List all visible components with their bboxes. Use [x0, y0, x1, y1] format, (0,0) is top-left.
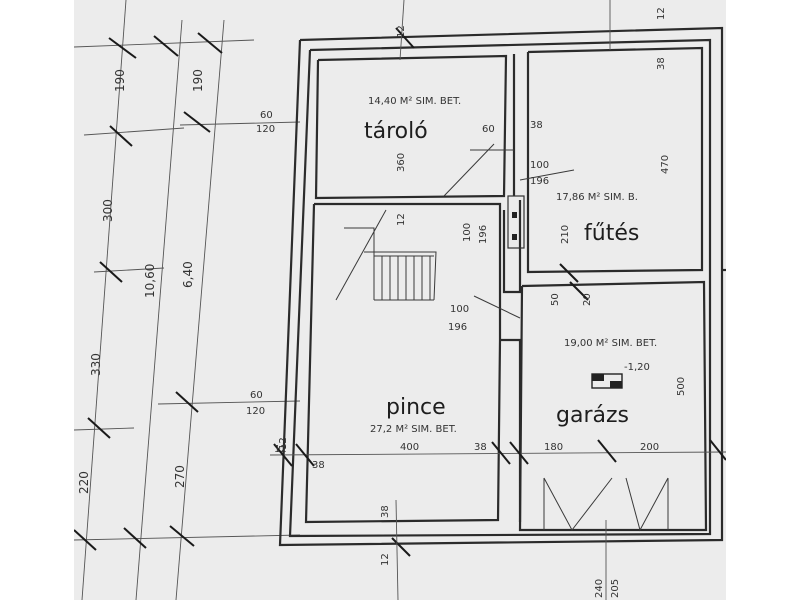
dim-bottom-200: 200 — [640, 442, 659, 453]
dim-left-a-4: 220 — [77, 471, 91, 494]
left-dimension-lines — [74, 0, 301, 600]
dim-bottom-38b: 38 — [474, 442, 487, 453]
dim-door-60: 60 — [482, 124, 495, 135]
dim-top-1: 12 — [396, 25, 407, 38]
dim-20: 20 — [582, 293, 593, 306]
wall-thickness-marks — [391, 0, 611, 600]
dim-bottom-180: 180 — [544, 442, 563, 453]
room-name-garazs: garázs — [556, 403, 629, 428]
dim-500: 500 — [676, 377, 687, 396]
floor-plan: 190 300 330 220 10,60 190 6,40 270 60 12… — [74, 0, 726, 600]
garage-door — [543, 477, 669, 532]
dim-base-205: 205 — [610, 579, 621, 598]
room-area-futes: 17,86 M² SIM. B. — [556, 192, 638, 203]
dim-bottom-38a: 38 — [312, 460, 325, 471]
interior-walls — [304, 46, 726, 532]
dim-left-b-1: 10,60 — [143, 264, 157, 298]
staircase — [335, 209, 437, 301]
dim-frac3-bottom: 196 — [448, 322, 467, 333]
dim-frac3-top: 100 — [450, 304, 469, 315]
dim-opening1-bottom: 120 — [256, 124, 275, 135]
dim-frac1-bottom: 196 — [530, 176, 549, 187]
dim-base-12: 12 — [380, 553, 391, 566]
dim-210: 210 — [560, 225, 571, 244]
dim-left-c-2: 6,40 — [181, 261, 195, 288]
dim-360: 360 — [396, 153, 407, 172]
room-name-pince: pince — [386, 395, 446, 420]
dim-opening2-bottom: 120 — [246, 406, 265, 417]
dim-12-left: 12 — [278, 437, 289, 450]
dim-frac2-top: 100 — [462, 223, 473, 242]
dim-left-c-1: 190 — [191, 69, 205, 92]
dim-opening2-top: 60 — [250, 390, 263, 401]
dim-470: 470 — [660, 155, 671, 174]
garage-level: -1,20 — [624, 362, 650, 373]
dim-bottom-400: 400 — [400, 442, 419, 453]
dim-frac1-top: 100 — [530, 160, 549, 171]
dim-left-a-1: 190 — [113, 69, 127, 92]
dim-left-a-3: 330 — [89, 353, 103, 376]
outer-walls — [278, 26, 724, 547]
dim-left-a-2: 300 — [101, 199, 115, 222]
dim-12-mid: 12 — [396, 213, 407, 226]
dim-base-38: 38 — [380, 505, 391, 518]
dim-50: 50 — [550, 293, 561, 306]
dim-frac2-bottom: 196 — [478, 225, 489, 244]
room-area-pince: 27,2 M² SIM. BET. — [370, 424, 457, 435]
dim-left-c-3: 270 — [173, 465, 187, 488]
dim-opening1-top: 60 — [260, 110, 273, 121]
room-area-garazs: 19,00 M² SIM. BET. — [564, 338, 657, 349]
blueprint-sheet: 190 300 330 220 10,60 190 6,40 270 60 12… — [74, 0, 726, 600]
dim-38-right: 38 — [656, 57, 667, 70]
door-hints — [443, 143, 575, 319]
garage-drain — [591, 373, 623, 389]
dim-top-2: 12 — [656, 7, 667, 20]
room-name-futes: fűtés — [584, 221, 639, 246]
dim-door-38: 38 — [530, 120, 543, 131]
chimney — [507, 195, 525, 249]
dim-base-240: 240 — [594, 579, 605, 598]
dim-bottom-12: 12 — [274, 444, 287, 455]
bottom-dimension-line — [269, 439, 726, 467]
room-area-tarolo: 14,40 M² SIM. BET. — [368, 96, 461, 107]
room-name-tarolo: tároló — [364, 119, 428, 144]
